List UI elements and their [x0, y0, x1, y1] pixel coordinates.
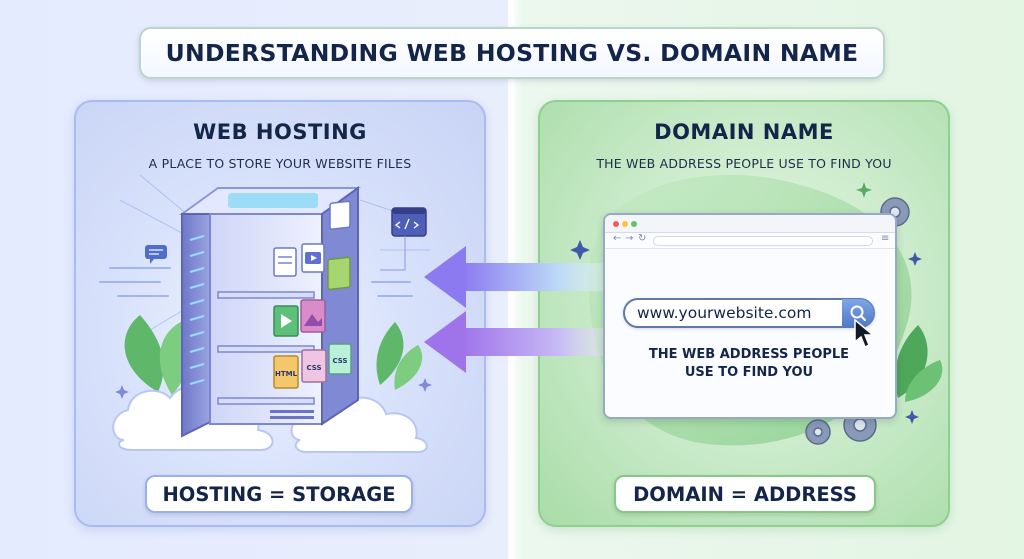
refresh-icon: ↻: [638, 233, 647, 244]
search-icon: [850, 305, 867, 322]
domain-equation-badge: DOMAIN = ADDRESS: [614, 475, 876, 513]
file-icon: [273, 200, 351, 277]
speed-dashes: [99, 267, 413, 297]
maximize-dot-icon: [631, 221, 637, 227]
browser-caption-line2: USE TO FIND YOU: [684, 365, 814, 380]
url-search-bar[interactable]: www.yourwebsite.com: [623, 298, 875, 328]
page-title: UNDERSTANDING WEB HOSTING VS. DOMAIN NAM…: [165, 39, 859, 67]
domain-name-subtitle: THE WEB ADDRESS PEOPLE USE TO FIND YOU: [596, 156, 892, 171]
title-banner: UNDERSTANDING WEB HOSTING VS. DOMAIN NAM…: [139, 27, 885, 79]
web-hosting-title: WEB HOSTING: [193, 120, 367, 144]
browser-nav-row: ← → ↻ ≡: [605, 233, 895, 249]
menu-icon: ≡: [881, 233, 890, 244]
back-arrow-icon: ←: [613, 233, 622, 244]
html-file-label: HTML: [275, 370, 298, 378]
browser-caption: THE WEB ADDRESS PEOPLE USE TO FIND YOU: [618, 346, 880, 382]
image-file-icon: [273, 256, 351, 337]
browser-title-bar: [605, 215, 895, 233]
cursor-icon: [854, 318, 876, 349]
sparkle-icon: [115, 182, 922, 424]
hosting-equation-badge: HOSTING = STORAGE: [145, 475, 413, 513]
browser-caption-line1: THE WEB ADDRESS PEOPLE: [648, 347, 850, 362]
css-file-label: CSS: [306, 364, 321, 372]
css-file-label-2: CSS: [332, 357, 347, 365]
leaf-icon-right: [894, 325, 943, 402]
forward-arrow-icon: →: [625, 233, 634, 244]
chat-bubble-icon: [145, 245, 167, 264]
web-hosting-subtitle: A PLACE TO STORE YOUR WEBSITE FILES: [148, 156, 412, 171]
close-dot-icon: [613, 221, 619, 227]
video-file-icon: [301, 243, 325, 273]
address-bar: [653, 236, 873, 246]
code-window-icon: [380, 207, 427, 271]
file-labels: HTML CSS CSS: [273, 343, 352, 389]
minimize-dot-icon: [622, 221, 628, 227]
url-text: www.yourwebsite.com: [637, 304, 812, 322]
domain-name-title: DOMAIN NAME: [654, 120, 834, 144]
